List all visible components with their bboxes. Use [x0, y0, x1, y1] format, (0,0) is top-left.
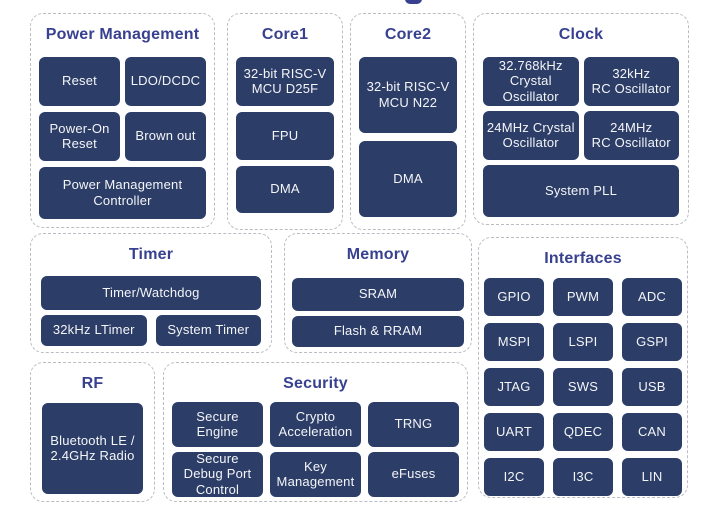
block-ldo-dcdc: LDO/DCDC: [125, 56, 206, 106]
cropped-heading-glyph: [405, 0, 422, 4]
section-interfaces: Interfaces GPIO PWM ADC MSPI LSPI GSPI J…: [478, 237, 688, 498]
power-management-grid: Reset LDO/DCDC Power-On Reset Brown out …: [31, 56, 214, 219]
block-adc: ADC: [622, 277, 682, 316]
block-fpu: FPU: [236, 111, 334, 160]
block-riscv-mcu-n22: 32-bit RISC-V MCU N22: [359, 56, 457, 133]
block-usb: USB: [622, 367, 682, 406]
block-mspi: MSPI: [484, 322, 544, 361]
section-memory: Memory SRAM Flash & RRAM: [284, 233, 472, 353]
title-clock: Clock: [558, 26, 604, 43]
memory-grid: SRAM Flash & RRAM: [285, 277, 471, 347]
block-dma-core2: DMA: [359, 140, 457, 217]
section-timer: Timer Timer/Watchdog 32kHz LTimer System…: [30, 233, 272, 353]
title-timer: Timer: [128, 246, 174, 263]
block-24mhz-rc-oscillator: 24MHz RC Oscillator: [583, 110, 679, 160]
title-rf: RF: [81, 375, 104, 392]
block-efuses: eFuses: [368, 451, 459, 497]
block-crypto-acceleration: Crypto Acceleration: [270, 401, 361, 447]
block-sws: SWS: [553, 367, 613, 406]
section-core1: Core1 32-bit RISC-V MCU D25F FPU DMA: [227, 13, 343, 230]
block-sram: SRAM: [292, 277, 464, 311]
title-power-management: Power Management: [45, 26, 200, 43]
block-jtag: JTAG: [484, 367, 544, 406]
block-riscv-mcu-d25f: 32-bit RISC-V MCU D25F: [236, 56, 334, 106]
section-rf: RF Bluetooth LE / 2.4GHz Radio: [30, 362, 155, 502]
core2-grid: 32-bit RISC-V MCU N22 DMA: [351, 56, 465, 217]
block-qdec: QDEC: [553, 412, 613, 451]
block-pwm: PWM: [553, 277, 613, 316]
timer-grid: Timer/Watchdog 32kHz LTimer System Timer: [31, 275, 271, 346]
block-system-timer: System Timer: [155, 314, 261, 346]
block-bluetooth-radio: Bluetooth LE / 2.4GHz Radio: [42, 402, 143, 494]
block-secure-debug-port-control: Secure Debug Port Control: [172, 451, 263, 497]
section-core2: Core2 32-bit RISC-V MCU N22 DMA: [350, 13, 466, 230]
block-can: CAN: [622, 412, 682, 451]
block-power-management-controller: Power Management Controller: [39, 166, 206, 219]
title-core1: Core1: [261, 26, 309, 43]
block-system-pll: System PLL: [483, 164, 679, 217]
security-grid: Secure Engine Crypto Acceleration TRNG S…: [164, 401, 467, 497]
block-timer-watchdog: Timer/Watchdog: [41, 275, 261, 310]
block-24mhz-crystal-oscillator: 24MHz Crystal Oscillator: [483, 110, 579, 160]
interfaces-grid: GPIO PWM ADC MSPI LSPI GSPI JTAG SWS USB…: [479, 277, 687, 496]
block-lin: LIN: [622, 457, 682, 496]
rf-grid: Bluetooth LE / 2.4GHz Radio: [31, 402, 154, 494]
block-reset: Reset: [39, 56, 120, 106]
block-gpio: GPIO: [484, 277, 544, 316]
block-flash-rram: Flash & RRAM: [292, 315, 464, 347]
block-uart: UART: [484, 412, 544, 451]
block-dma-core1: DMA: [236, 165, 334, 213]
block-trng: TRNG: [368, 401, 459, 447]
clock-grid: 32.768kHz Crystal Oscillator 32kHz RC Os…: [474, 56, 688, 217]
block-32khz-rc-oscillator: 32kHz RC Oscillator: [583, 56, 679, 106]
title-core2: Core2: [384, 26, 432, 43]
block-lspi: LSPI: [553, 322, 613, 361]
block-power-on-reset: Power-On Reset: [39, 111, 120, 161]
block-32768khz-crystal-oscillator: 32.768kHz Crystal Oscillator: [483, 56, 579, 106]
title-security: Security: [283, 375, 348, 392]
section-clock: Clock 32.768kHz Crystal Oscillator 32kHz…: [473, 13, 689, 225]
block-i2c: I2C: [484, 457, 544, 496]
section-power-management: Power Management Reset LDO/DCDC Power-On…: [30, 13, 215, 228]
block-gspi: GSPI: [622, 322, 682, 361]
block-key-management: Key Management: [270, 451, 361, 497]
title-memory: Memory: [346, 246, 410, 263]
block-brown-out: Brown out: [125, 111, 206, 161]
section-security: Security Secure Engine Crypto Accelerati…: [163, 362, 468, 502]
block-i3c: I3C: [553, 457, 613, 496]
block-32khz-ltimer: 32kHz LTimer: [41, 314, 147, 346]
core1-grid: 32-bit RISC-V MCU D25F FPU DMA: [228, 56, 342, 213]
title-interfaces: Interfaces: [544, 250, 622, 267]
block-secure-engine: Secure Engine: [172, 401, 263, 447]
